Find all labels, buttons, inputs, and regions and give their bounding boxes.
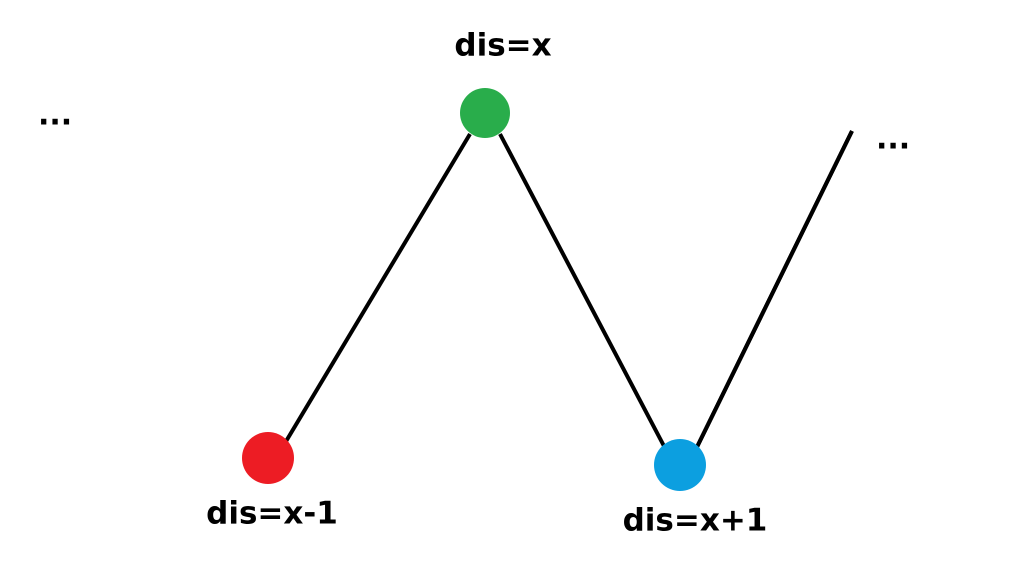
edge-group [283, 130, 854, 449]
node-dis-x-plus-1[interactable] [654, 439, 706, 491]
label-node-dis-x: dis=x [454, 28, 551, 64]
label-node-dis-x-minus-1: dis=x-1 [206, 496, 338, 532]
node-dis-x-minus-1[interactable] [242, 432, 294, 484]
node-dis-x[interactable] [460, 88, 510, 138]
label-node-dis-x-plus-1: dis=x+1 [623, 503, 768, 539]
ellipsis-group: ... ... [38, 98, 910, 157]
edge-right-tail [695, 130, 854, 448]
node-group [242, 88, 706, 491]
edge-left-tail [283, 132, 472, 445]
ellipsis-right-icon: ... [876, 122, 910, 157]
edge-prev-to-current [498, 133, 667, 449]
label-group: dis=x dis=x-1 dis=x+1 [206, 28, 767, 539]
ellipsis-left-icon: ... [38, 98, 72, 133]
